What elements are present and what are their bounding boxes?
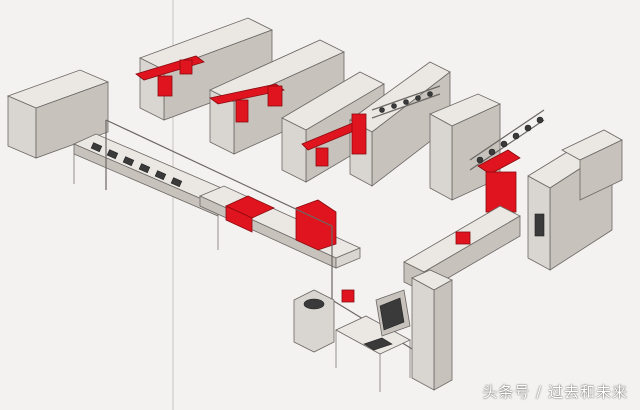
workpiece-pallets (90, 142, 183, 188)
control-cabinet-far-right (561, 129, 623, 201)
load-station-column (411, 269, 453, 391)
red-transfer-unit-left (225, 195, 275, 233)
machining-center-row-2 (209, 39, 345, 155)
red-transfer-unit-center (295, 199, 337, 251)
gantry-robot-4 (477, 149, 521, 213)
computer-monitor (375, 289, 411, 337)
gantry-robot-3 (301, 113, 367, 167)
red-fixture-right (341, 231, 471, 303)
gantry-robot-2 (209, 83, 285, 123)
operator-workstation (335, 315, 411, 392)
keyboard (363, 337, 393, 351)
control-cabinet-left (6, 69, 110, 159)
tool-magazine-right (469, 109, 545, 171)
tool-magazine-center (371, 85, 441, 119)
pedestal-cabinet (293, 289, 335, 353)
gantry-robot-1 (135, 55, 205, 97)
watermark-text: 头条号 / 过去和未来 (482, 383, 628, 401)
